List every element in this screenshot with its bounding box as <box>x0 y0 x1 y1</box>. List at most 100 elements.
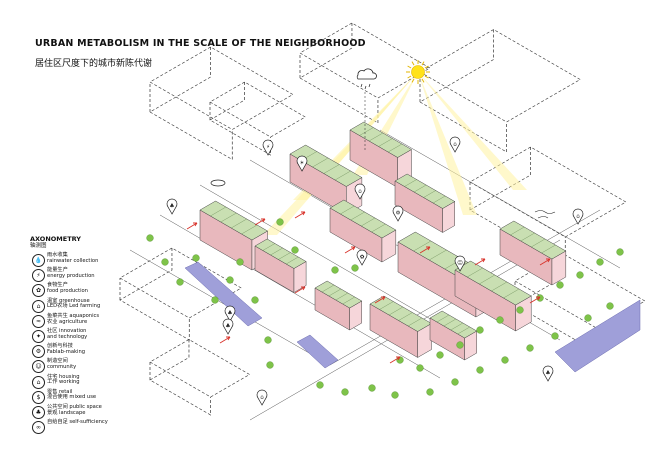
tree <box>236 258 244 266</box>
tree <box>146 234 154 242</box>
flow-arrow <box>374 296 386 304</box>
sun-ray <box>407 65 412 69</box>
tree <box>251 296 259 304</box>
greenhouse-rib <box>503 288 520 299</box>
greenhouse-roof <box>454 260 532 306</box>
tree <box>476 326 484 334</box>
tree <box>331 266 339 274</box>
legend-label-secondary: and technology <box>47 333 88 340</box>
fablab-icon: ⚙ <box>32 345 45 359</box>
innovation-icon: ✦ <box>32 329 45 343</box>
greenhouse-roof <box>314 280 363 309</box>
greenhouse-rib <box>278 252 291 260</box>
legend-label-primary: 创新与科技 <box>47 343 73 350</box>
map-pin <box>392 205 404 222</box>
greenhouse-rib <box>436 314 450 323</box>
greenhouse-rib <box>479 274 495 285</box>
tree <box>496 316 504 324</box>
title-english: URBAN METABOLISM IN THE SCALE OF THE NEI… <box>35 38 366 49</box>
rain-drop-icon <box>364 85 367 90</box>
river-center <box>296 334 339 369</box>
map-pin-icons: ⚡☀♣⌂⌂☺♣♣♣⌂✿⚙⌂ <box>166 136 584 406</box>
legend-label-primary: 温室 greenhouse <box>47 297 90 304</box>
greenhouse-icon: ⌂ <box>32 299 45 313</box>
greenhouse-rib <box>423 190 436 198</box>
sun-ray <box>411 78 415 83</box>
cloud-icon <box>356 68 377 80</box>
tree <box>501 356 509 364</box>
map-pin <box>572 208 584 225</box>
dashed-block-side <box>419 29 507 153</box>
greenhouse-roof <box>349 121 412 158</box>
dashed-block-side <box>209 82 271 156</box>
map-pin-icon: ⌂ <box>358 189 362 195</box>
sun-ray <box>424 65 429 69</box>
sun-ray <box>424 75 429 79</box>
tree <box>576 271 584 279</box>
greenhouse-rib <box>328 288 342 297</box>
flow-arrow <box>529 296 541 304</box>
tree <box>264 336 272 344</box>
greenhouse-roof <box>254 238 307 269</box>
legend-label-primary: 鱼菜共生 aquaponics <box>47 312 100 319</box>
greenhouse-rib <box>429 249 447 261</box>
legend-label-primary: 食物生产 <box>47 282 68 289</box>
energy-icon: ⚡ <box>32 269 45 283</box>
flow-arrow <box>254 218 266 226</box>
sun-icon <box>411 65 425 79</box>
sun-beam <box>263 72 418 235</box>
legend-label-secondary: 混合使用 mixed use <box>47 394 97 401</box>
greenhouse-rib <box>491 281 508 292</box>
greenhouse-rib <box>467 267 483 278</box>
greenhouse-rib <box>231 218 247 229</box>
drone-icon <box>210 179 226 187</box>
map-pin-icon: ⌂ <box>453 142 457 148</box>
flow-arrow <box>219 336 231 344</box>
greenhouse-rib <box>408 317 423 327</box>
map-pin-icon: ♣ <box>228 311 233 317</box>
fish-icon: ≈ <box>32 314 45 328</box>
greenhouse-rib <box>457 326 470 335</box>
greenhouse-rib <box>450 322 464 331</box>
tree <box>456 341 464 349</box>
flow-arrow <box>474 258 486 266</box>
tree <box>341 388 349 396</box>
tree <box>596 258 604 266</box>
tree <box>451 378 459 386</box>
map-pin <box>454 255 466 272</box>
map-pin-icon: ♣ <box>226 324 231 330</box>
tree <box>584 314 592 322</box>
map-pin <box>256 389 268 406</box>
legend-label-primary: 公共空间 public space <box>47 403 102 410</box>
greenhouse-rib <box>531 238 546 248</box>
greenhouse-rib <box>388 143 403 153</box>
greenhouse-rib <box>335 292 349 301</box>
tree <box>161 258 169 266</box>
map-pin <box>166 198 178 215</box>
greenhouse-rib <box>413 184 427 193</box>
street-line <box>199 184 471 343</box>
legend-label-primary: 能量生产 <box>47 267 68 274</box>
self-sufficiency-icon: ∞ <box>32 421 45 435</box>
greenhouse-rib <box>510 226 525 236</box>
tree <box>606 302 614 310</box>
map-pin <box>296 155 308 172</box>
legend-label-primary: 社区 innovation <box>47 327 87 334</box>
legend-subtitle: 轴测图 <box>30 243 47 249</box>
dashed-block-top <box>149 339 251 398</box>
legend-title: AXONOMETRY <box>30 235 82 243</box>
flow-arrow <box>539 258 551 266</box>
legend-label-secondary: Fablab-making <box>47 348 86 355</box>
